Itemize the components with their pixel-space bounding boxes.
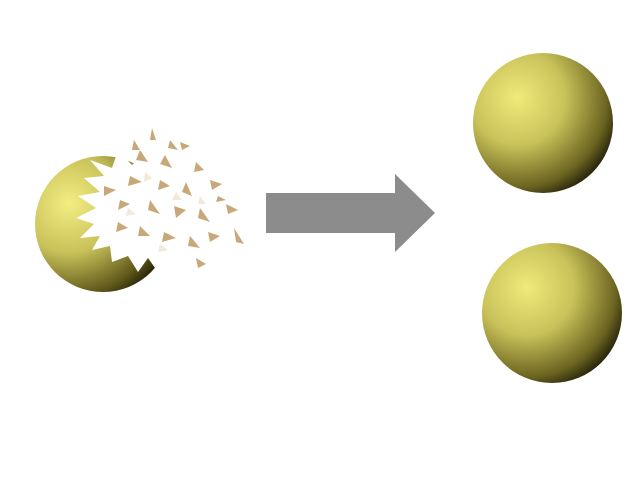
- shatter-fragments: [104, 128, 244, 268]
- intact-sphere-top: [473, 53, 613, 193]
- shatter-fragments-light: [126, 172, 206, 252]
- intact-sphere-bottom: [482, 243, 622, 383]
- arrow-shape: [266, 174, 435, 252]
- intact-spheres: [473, 53, 622, 383]
- right-arrow: [266, 174, 435, 252]
- shattering-sphere: [35, 128, 244, 292]
